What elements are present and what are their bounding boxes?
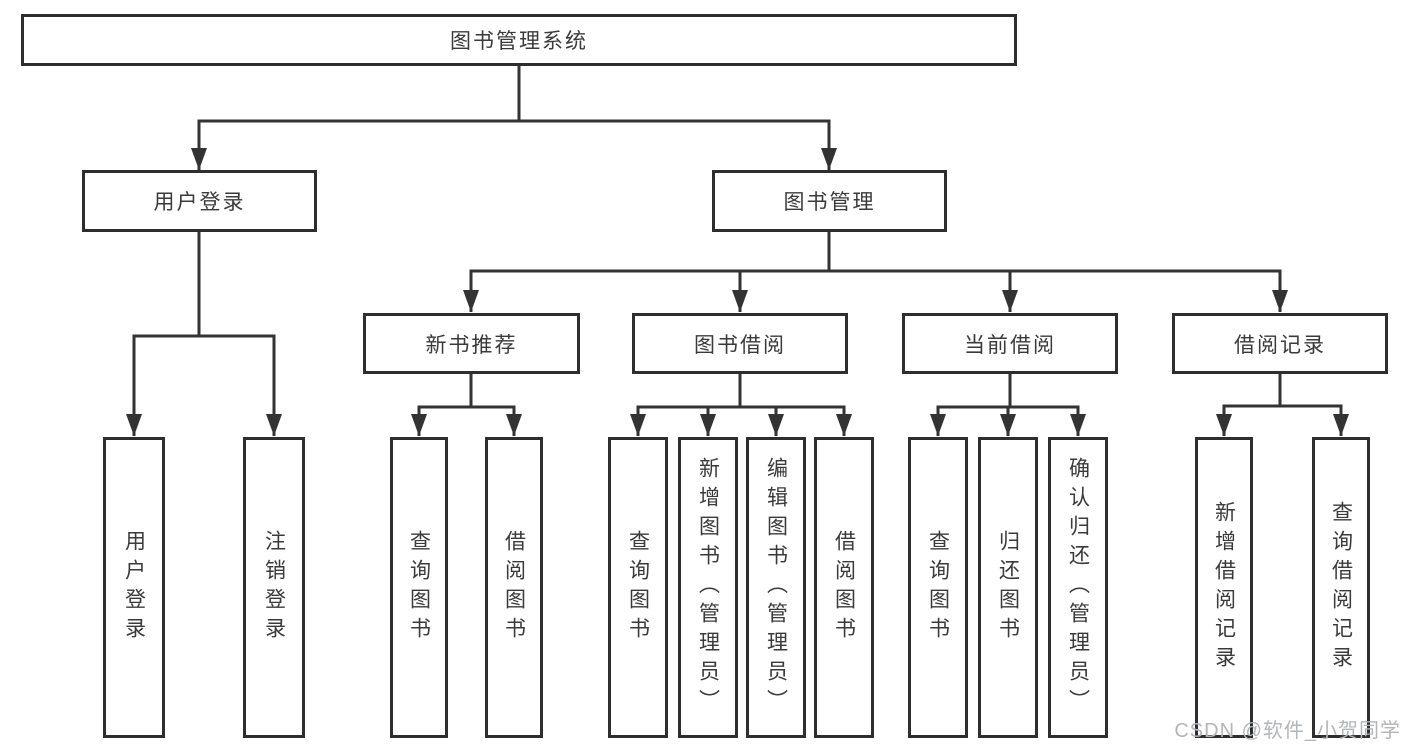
leaf-confirm-return-admin: 确认归还（管理员） (1048, 437, 1108, 738)
connector-book-management (463, 232, 1288, 312)
leaf-logout: 注销登录 (243, 437, 305, 738)
node-label: 用户登录 (153, 191, 246, 214)
leaf-add-book-admin: 新增图书（管理员） (678, 437, 738, 738)
leaf-borrow-books-2: 借阅图书 (814, 437, 874, 738)
connector-book-borrow (630, 374, 852, 436)
node-label: 借阅图书 (832, 529, 856, 646)
node-label: 当前借阅 (964, 333, 1056, 357)
connector-current-borrow (930, 374, 1086, 436)
leaf-user-login: 用户登录 (103, 437, 165, 738)
node-label: 查询图书 (926, 529, 950, 646)
connector-user-login (126, 232, 282, 436)
node-root-library-management-system: 图书管理系统 (21, 14, 1017, 66)
node-label: 确认归还（管理员） (1066, 457, 1090, 718)
leaf-query-books-1: 查询图书 (390, 437, 448, 738)
node-label: 用户登录 (122, 529, 146, 646)
node-label: 图书借阅 (694, 333, 786, 357)
connector-new-book-recommend (411, 374, 522, 436)
node-label: 新书推荐 (425, 333, 518, 357)
connector-root (191, 66, 837, 170)
csdn-watermark: CSDN @软件_小贺同学 (1174, 720, 1401, 742)
leaf-query-books-3: 查询图书 (908, 437, 968, 738)
leaf-borrow-books-1: 借阅图书 (485, 437, 543, 738)
node-label: 图书管理系统 (450, 30, 588, 53)
connector-borrow-records (1216, 374, 1349, 436)
node-borrow-records: 借阅记录 (1172, 313, 1388, 374)
node-label: 图书管理 (783, 191, 876, 214)
node-book-management: 图书管理 (712, 170, 947, 232)
leaf-edit-book-admin: 编辑图书（管理员） (746, 437, 806, 738)
node-label: 归还图书 (996, 529, 1020, 646)
node-user-login: 用户登录 (82, 170, 317, 232)
node-label: 查询图书 (626, 529, 650, 646)
node-book-borrow: 图书借阅 (632, 313, 848, 374)
node-label: 借阅记录 (1234, 333, 1326, 357)
node-label: 新增借阅记录 (1212, 500, 1236, 675)
node-label: 注销登录 (262, 529, 286, 646)
leaf-add-borrow-record: 新增借阅记录 (1195, 437, 1253, 738)
leaf-query-books-2: 查询图书 (608, 437, 668, 738)
leaf-query-borrow-record: 查询借阅记录 (1312, 437, 1370, 738)
node-label: 编辑图书（管理员） (764, 457, 788, 718)
node-new-book-recommend: 新书推荐 (363, 313, 580, 374)
node-label: 查询借阅记录 (1329, 500, 1353, 675)
node-label: 新增图书（管理员） (696, 457, 720, 718)
node-current-borrow: 当前借阅 (902, 313, 1118, 374)
leaf-return-books: 归还图书 (978, 437, 1038, 738)
node-label: 查询图书 (407, 529, 431, 646)
node-label: 借阅图书 (502, 529, 526, 646)
